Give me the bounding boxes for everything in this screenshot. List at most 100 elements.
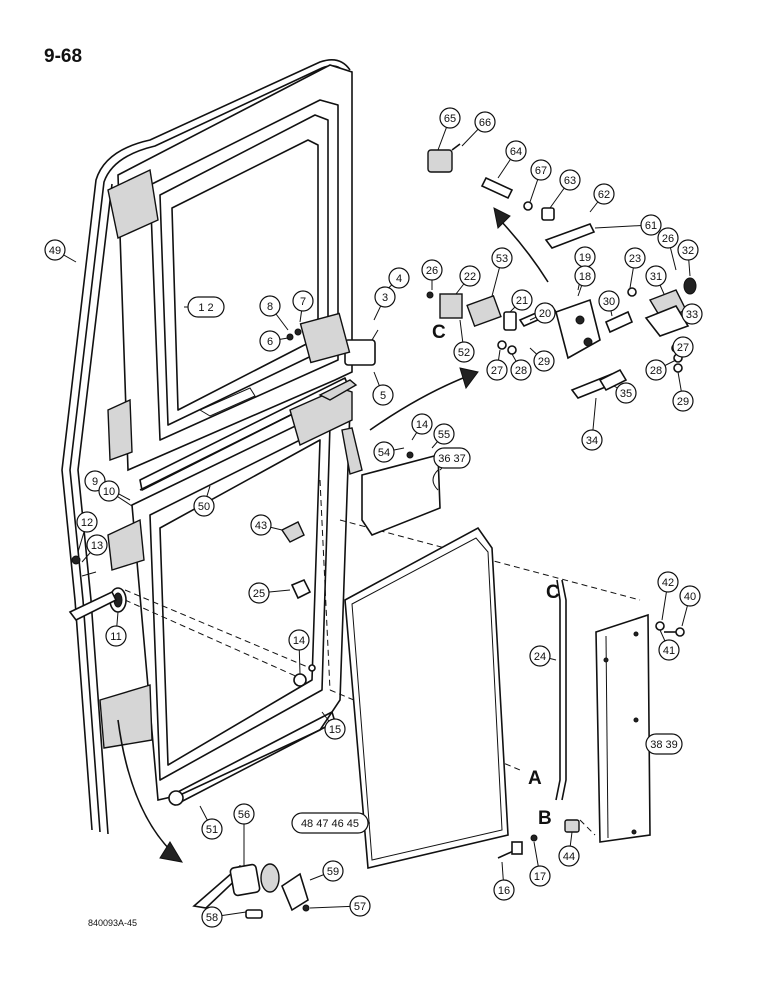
callout-bubble — [433, 423, 455, 445]
callout-bubble — [658, 639, 680, 661]
callout-c54: 54 — [373, 441, 405, 463]
callout-c12: 1 2 — [184, 296, 225, 318]
callout-number: 7 — [300, 296, 306, 308]
callout-c12b: 12 — [76, 511, 98, 553]
callout-number: 27 — [491, 365, 503, 377]
callout-bubble — [491, 247, 513, 269]
callout-bubble — [411, 413, 433, 435]
callout-c28b: 28 — [645, 359, 677, 381]
callout-c34: 34 — [581, 397, 603, 451]
callout-number: 38 39 — [650, 739, 678, 751]
callout-bubble — [44, 239, 66, 261]
callout-bubble — [105, 625, 127, 647]
callout-c3637: 36 37 — [433, 447, 471, 471]
callout-c58: 58 — [201, 906, 247, 928]
callout-bubble — [433, 447, 471, 469]
callout-c27a: 27 — [486, 349, 508, 381]
letter-c-lower: C — [546, 582, 560, 603]
callout-c49: 49 — [44, 239, 77, 263]
callout-bubble — [372, 384, 394, 406]
callout-number: 51 — [206, 824, 218, 836]
callout-bubble — [645, 733, 683, 755]
callout-bubble — [529, 865, 551, 887]
callout-c28a: 28 — [510, 353, 532, 381]
callout-number: 25 — [253, 588, 265, 600]
callout-bubble — [259, 330, 281, 352]
callout-bubble — [530, 159, 552, 181]
callout-bubble — [324, 718, 346, 740]
callout-bubble — [201, 818, 223, 840]
callout-bubble — [193, 495, 215, 517]
callout-number: 33 — [686, 309, 698, 321]
letter-a: A — [528, 768, 542, 789]
callout-c30: 30 — [598, 290, 620, 317]
callout-bubble — [679, 585, 701, 607]
callout-c40: 40 — [679, 585, 701, 627]
callout-number: 13 — [91, 540, 103, 552]
callout-number: 65 — [444, 113, 456, 125]
callout-c44: 44 — [558, 831, 580, 867]
callout-bubble — [533, 350, 555, 372]
callout-number: 6 — [267, 336, 273, 348]
callout-number: 64 — [510, 146, 522, 158]
callout-number: 4 — [396, 273, 402, 285]
callout-number: 59 — [327, 866, 339, 878]
callout-c11: 11 — [105, 611, 127, 647]
callout-number: 34 — [586, 435, 598, 447]
callout-bubble — [76, 511, 98, 533]
callout-number: 67 — [535, 165, 547, 177]
callout-c3: 3 — [373, 286, 396, 321]
callout-c10: 10 — [98, 480, 133, 507]
callout-bubble — [657, 227, 679, 249]
callout-number: 27 — [677, 342, 689, 354]
callout-number: 14 — [293, 635, 305, 647]
callout-number: 30 — [603, 296, 615, 308]
callout-bubble — [259, 295, 281, 317]
callout-bubble — [559, 169, 581, 191]
callout-bubble — [98, 480, 120, 502]
callout-bubble — [574, 265, 596, 287]
callout-bubble — [511, 289, 533, 311]
callout-bubble — [645, 265, 667, 287]
callout-bubble — [672, 390, 694, 412]
callout-number: 53 — [496, 253, 508, 265]
letter-b: B — [538, 808, 552, 829]
callout-c6: 6 — [259, 330, 289, 352]
callout-bubble — [86, 534, 108, 556]
callout-c26b: 26 — [657, 227, 679, 271]
callout-bubble — [593, 183, 615, 205]
callout-c51: 51 — [199, 805, 223, 840]
callout-number: 32 — [682, 245, 694, 257]
callout-number: 29 — [677, 396, 689, 408]
letter-c-upper: C — [432, 322, 446, 343]
callout-c63: 63 — [549, 169, 581, 209]
callout-number: 36 37 — [438, 453, 466, 465]
callout-bubble — [640, 214, 662, 236]
callout-number: 14 — [416, 419, 428, 431]
callout-c53: 53 — [491, 247, 513, 297]
frame-latch-assembly — [286, 312, 379, 366]
callout-bubble — [645, 359, 667, 381]
callout-number: 9 — [92, 476, 98, 488]
callout-bubble — [681, 303, 703, 325]
callout-c59: 59 — [309, 860, 344, 882]
callout-c35: 35 — [613, 382, 637, 404]
callout-bubble — [624, 247, 646, 269]
callout-c18: 18 — [574, 265, 596, 297]
callout-bubble — [493, 879, 515, 901]
callout-number: 35 — [620, 388, 632, 400]
callout-number: 55 — [438, 429, 450, 441]
callout-c7: 7 — [292, 290, 314, 323]
callout-bubble — [292, 290, 314, 312]
callout-bubble — [291, 812, 369, 834]
callout-c33: 33 — [681, 303, 703, 325]
callout-c15: 15 — [321, 711, 346, 740]
callout-number: 49 — [49, 245, 61, 257]
callout-bubble — [373, 441, 395, 463]
callout-bubble — [529, 645, 551, 667]
callout-bubble — [615, 382, 637, 404]
callout-c23: 23 — [624, 247, 646, 289]
callout-bubble — [581, 429, 603, 451]
callout-bubble — [388, 267, 410, 289]
